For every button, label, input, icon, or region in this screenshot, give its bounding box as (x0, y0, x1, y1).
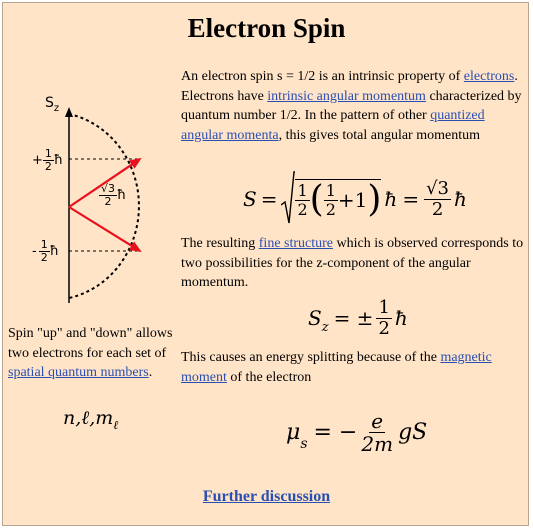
up-level-label: + 1 2 ħ (32, 147, 63, 174)
qn-m-sub: ℓ (113, 417, 119, 432)
caption-text-2: . (148, 365, 153, 380)
splitting-paragraph: This causes an energy splitting because … (181, 348, 526, 387)
eq-mu-gs: gS (398, 420, 428, 445)
up-frac-den: 2 (44, 160, 52, 174)
eq-mu-frac-num: e (369, 409, 386, 433)
spin-up-arrow (68, 157, 142, 208)
eq-mu-frac: e 2m (359, 410, 395, 455)
magnitude-hbar: ħ (117, 188, 127, 204)
spin-caption: Spin "up" and "down" allows two electron… (8, 324, 176, 383)
eq-total-eq2: = (402, 187, 420, 211)
content-frame: Electron Spin Sz + 1 2 ħ - 1 (2, 2, 529, 526)
up-frac-num: 1 (42, 147, 54, 162)
eq-mu-eq: = − (313, 420, 358, 445)
quantum-numbers: n,ℓ,mℓ (63, 407, 118, 433)
eq-total-plus-one: +1 (337, 188, 368, 212)
spin-down-arrow (68, 206, 142, 253)
eq-mu-sub: s (300, 436, 308, 452)
down-frac-num: 1 (38, 238, 50, 253)
splitting-text-2: of the electron (226, 369, 312, 385)
further-discussion-link[interactable]: Further discussion (202, 488, 331, 505)
eq-sz-s: S (308, 306, 322, 331)
eq-sz-frac: 1 2 (376, 297, 392, 339)
total-spin-equation: S = 1 2 ( 1 2 +1 ) ħ = √3 2 ħ (243, 171, 467, 227)
eq-sz-hbar: ħ (394, 306, 408, 331)
magnitude-frac-den: 2 (104, 195, 112, 209)
intro-text-2: . Electrons have (181, 69, 518, 104)
splitting-text-1: This causes an energy splitting because … (181, 350, 441, 365)
eq-total-frac1-num: 1 (295, 180, 310, 201)
quantized-angular-momenta-link[interactable]: quantized angular momenta (181, 108, 485, 143)
eq-sz-frac-den: 2 (378, 317, 390, 339)
sqrt-sign (281, 171, 296, 224)
eq-mu-frac-den: 2m (361, 432, 394, 456)
intrinsic-angular-momentum-link[interactable]: intrinsic angular momentum (267, 88, 426, 104)
page-title: Electron Spin (187, 13, 346, 43)
axis-arrowhead (65, 107, 73, 117)
down-level-label: - 1 2 ħ (32, 238, 59, 265)
eq-total-hbar2: ħ (454, 187, 467, 211)
eq-total-frac2-num: 1 (323, 180, 338, 201)
down-hbar: ħ (49, 244, 59, 260)
fine-text-2: which is observed corresponds to two pos… (181, 236, 524, 290)
eq-total-frac1: 1 2 (295, 180, 310, 219)
down-sign: - (32, 244, 37, 260)
sz-label-s: S (45, 95, 54, 111)
eq-total-frac3-num: √3 (424, 177, 451, 200)
eq-sz-pm: = ± (333, 306, 374, 331)
fine-text-1: The resulting (181, 236, 259, 251)
intro-paragraph: An electron spin s = 1/2 is an intrinsic… (181, 67, 526, 145)
sz-label-sub: z (53, 102, 60, 114)
eq-total-frac3-den: 2 (431, 198, 444, 220)
down-frac-den: 2 (40, 251, 48, 265)
eq-total-frac3: √3 2 (424, 177, 451, 220)
up-fraction: 1 2 (42, 147, 54, 174)
spatial-quantum-numbers-link[interactable]: spatial quantum numbers (8, 365, 149, 380)
eq-total-sqrt: 1 2 ( 1 2 +1 ) (281, 171, 382, 227)
qn-m: m (95, 407, 114, 429)
eq-sz-sub: z (321, 319, 329, 335)
fine-structure-link[interactable]: fine structure (258, 236, 334, 251)
up-sign: + (32, 153, 43, 169)
eq-total-s: S (243, 187, 257, 211)
magnitude-label: √3 2 ħ (99, 182, 127, 209)
caption-text-1: Spin "up" and "down" allows two electron… (8, 326, 173, 361)
electrons-link[interactable]: electrons (463, 69, 515, 84)
magnetic-moment-link[interactable]: magnetic moment (181, 350, 492, 385)
qn-l: ℓ, (81, 407, 96, 429)
magnitude-frac-num: √3 (99, 182, 118, 197)
eq-total-eq1: = (260, 187, 278, 211)
spin-diagram (65, 107, 142, 303)
eq-total-frac1-den: 2 (297, 199, 308, 219)
eq-sz-frac-num: 1 (376, 297, 392, 319)
qn-n: n, (63, 407, 82, 429)
magnitude-fraction: √3 2 (99, 182, 118, 209)
further-discussion-container: Further discussion (3, 488, 530, 506)
up-hbar: ħ (53, 153, 63, 169)
down-fraction: 1 2 (38, 238, 50, 265)
fine-structure-paragraph: The resulting fine structure which is ob… (181, 234, 526, 293)
eq-total-hbar: ħ (384, 187, 398, 211)
intro-text-3: characterized by quantum number 1/2. In … (181, 88, 522, 124)
intro-text-4: , this gives total angular momentum (278, 127, 480, 143)
eq-total-frac2-den: 2 (325, 199, 336, 219)
sz-axis-label: Sz (45, 95, 59, 114)
eq-total-frac2: 1 2 (323, 180, 338, 219)
eq-mu-mu: μ (286, 420, 301, 445)
intro-text-1: An electron spin s = 1/2 is an intrinsic… (181, 69, 464, 84)
